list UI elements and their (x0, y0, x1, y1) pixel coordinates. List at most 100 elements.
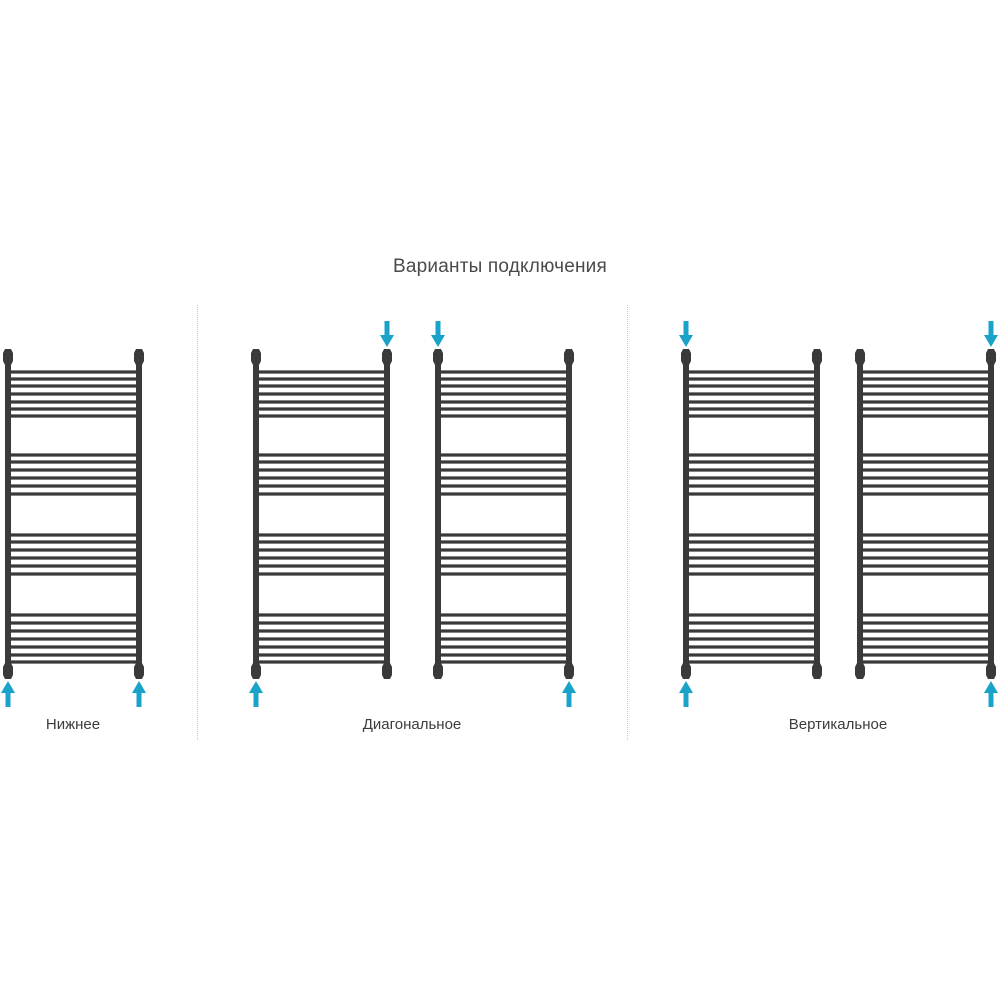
radiator-bar (860, 377, 991, 381)
radiator-bar (8, 613, 139, 617)
radiator-bar (860, 653, 991, 657)
rail-cap (382, 349, 392, 365)
radiator-bar (256, 629, 387, 633)
rail-cap (855, 349, 865, 365)
radiator-bar (438, 468, 569, 472)
radiator-bar (8, 548, 139, 552)
rail-cap (812, 349, 822, 365)
radiator-bar (8, 572, 139, 576)
radiator-rail (566, 357, 572, 671)
radiator-bar (860, 384, 991, 388)
diagram-title: Варианты подключения (393, 256, 607, 277)
radiator-bar (8, 484, 139, 488)
radiator-bar (256, 653, 387, 657)
radiator-bar (438, 572, 569, 576)
radiator-bar (860, 548, 991, 552)
towel-radiator (251, 349, 392, 679)
radiator-bar (686, 400, 817, 404)
arrow-up-icon (679, 681, 693, 707)
radiator-bar (860, 637, 991, 641)
label-diagonal-connection: Диагональное (362, 716, 462, 733)
radiator-bar (860, 392, 991, 396)
arrow-down-icon (431, 321, 445, 347)
radiator-bar (8, 407, 139, 411)
radiator-bar (686, 377, 817, 381)
radiator-bar (8, 460, 139, 464)
radiator-bar (438, 540, 569, 544)
rail-cap (251, 349, 261, 365)
radiator-bar (438, 533, 569, 537)
radiator-bar (860, 533, 991, 537)
arrow-down-icon (984, 321, 998, 347)
radiator-bar (686, 460, 817, 464)
radiator-bar (256, 540, 387, 544)
radiator-bar (686, 564, 817, 568)
radiator-bar (438, 460, 569, 464)
radiator-bar (8, 556, 139, 560)
radiator-bar (686, 621, 817, 625)
radiator-bar (438, 370, 569, 374)
radiator-bar (256, 660, 387, 664)
radiator-bar (686, 533, 817, 537)
radiator-bar (860, 468, 991, 472)
radiator-bar (8, 414, 139, 418)
radiator-bar (8, 645, 139, 649)
radiator-bar (8, 660, 139, 664)
radiator-rail (814, 357, 820, 671)
radiator-bar (860, 407, 991, 411)
radiator-bar (860, 484, 991, 488)
radiator-bar (256, 384, 387, 388)
radiator-bar (256, 414, 387, 418)
label-vertical-connection: Вертикальное (788, 716, 888, 733)
radiator-bar (256, 492, 387, 496)
rail-cap (134, 349, 144, 365)
towel-radiator (433, 349, 574, 679)
radiator-bar (8, 637, 139, 641)
arrow-up-icon (1, 681, 15, 707)
radiator-bar (256, 613, 387, 617)
arrow-up-icon (249, 681, 263, 707)
radiator-bar (686, 392, 817, 396)
radiator-bar (438, 613, 569, 617)
radiator-bar (686, 384, 817, 388)
radiator-bar (438, 637, 569, 641)
radiator-bar (686, 414, 817, 418)
radiator-bar (256, 637, 387, 641)
radiator-bar (438, 653, 569, 657)
radiator-bar (860, 572, 991, 576)
towel-radiator (855, 349, 996, 679)
radiator-bar (686, 492, 817, 496)
rail-cap (433, 663, 443, 679)
radiator-bar (860, 629, 991, 633)
rail-cap (433, 349, 443, 365)
radiator-bar (8, 540, 139, 544)
radiator-bar (256, 645, 387, 649)
rail-cap (564, 663, 574, 679)
rail-cap (3, 663, 13, 679)
arrow-down-icon (679, 321, 693, 347)
radiator-bar (686, 613, 817, 617)
radiator-bar (686, 453, 817, 457)
radiator-bar (256, 556, 387, 560)
radiator-bar (860, 564, 991, 568)
radiator-bar (438, 476, 569, 480)
rail-cap (3, 349, 13, 365)
arrow-down-icon (380, 321, 394, 347)
radiator-bar (686, 637, 817, 641)
radiator-bar (860, 476, 991, 480)
radiator-bar (438, 645, 569, 649)
radiator-bar (8, 629, 139, 633)
radiator-bar (256, 548, 387, 552)
towel-radiator (681, 349, 822, 679)
arrow-up-icon (562, 681, 576, 707)
group-divider (197, 305, 198, 740)
radiator-bar (256, 468, 387, 472)
radiator-bar (438, 453, 569, 457)
radiator-bar (256, 392, 387, 396)
radiator-bar (860, 613, 991, 617)
radiator-bar (438, 377, 569, 381)
radiator-bar (860, 645, 991, 649)
radiator-bar (8, 468, 139, 472)
radiator-bar (256, 564, 387, 568)
radiator-bar (8, 453, 139, 457)
